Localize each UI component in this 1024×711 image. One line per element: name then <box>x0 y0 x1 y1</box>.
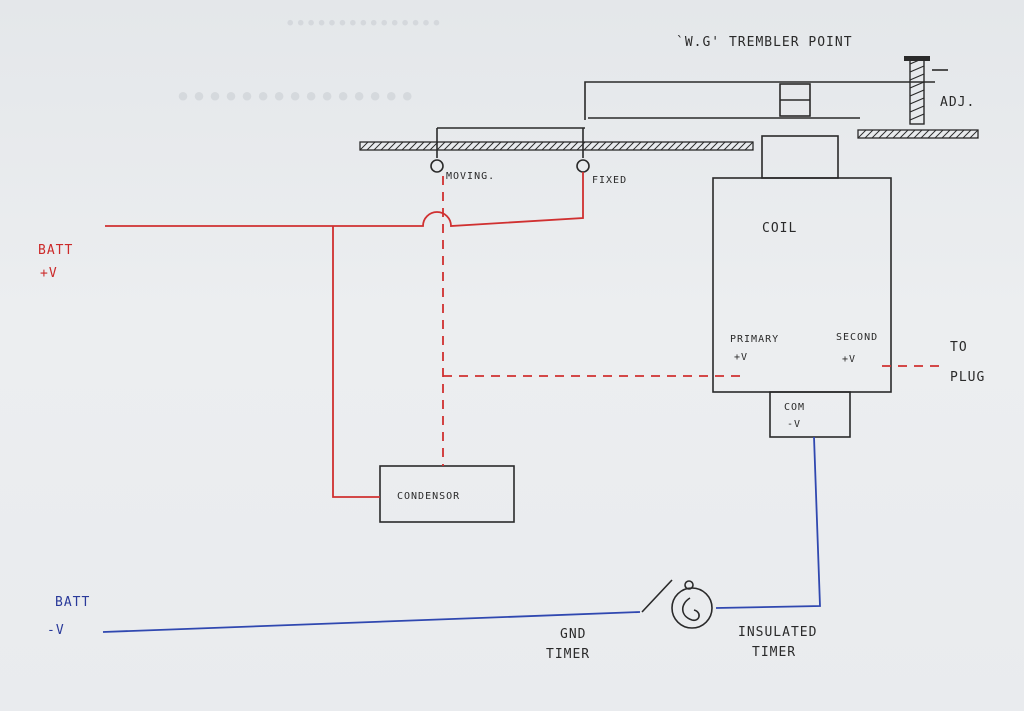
insulated-timer-wire <box>715 436 821 609</box>
adj-label: ADJ. <box>940 95 975 110</box>
batt-negative-label: BATT <box>55 595 90 610</box>
moving-label: MOVING. <box>446 171 495 182</box>
batt-negative-wire <box>102 611 641 633</box>
coil-com-terminal <box>769 391 851 438</box>
insulated-timer-body <box>671 587 713 629</box>
coil-top-terminal <box>761 135 839 179</box>
gnd-timer-label-2: TIMER <box>546 647 590 662</box>
coil-assembly <box>712 135 892 438</box>
condensor-label: CONDENSOR <box>397 491 460 502</box>
trembler-title-label: `W.G' TREMBLER POINT <box>676 35 853 50</box>
adj-screw-thread <box>909 57 925 121</box>
batt-positive-sign-label: +V <box>40 266 58 281</box>
negative-wiring <box>102 436 821 633</box>
second-sign-label: +V <box>842 354 856 365</box>
timer-switch <box>641 579 713 629</box>
gnd-timer-label-1: GND <box>560 627 586 642</box>
plug-label: PLUG <box>950 370 985 385</box>
base-plate-left-hatch <box>359 141 754 151</box>
insulated-timer-label-1: INSULATED <box>738 625 817 640</box>
batt-positive-main-wire <box>105 172 584 227</box>
coil-label: COIL <box>762 221 797 236</box>
com-label: COM <box>784 402 805 413</box>
trembler-arm-top <box>584 81 935 120</box>
insulated-timer-pivot <box>684 580 694 590</box>
to-label: TO <box>950 340 968 355</box>
batt-negative-sign-label: -V <box>47 623 65 638</box>
base-plate-right-hatch <box>857 129 979 139</box>
primary-label: PRIMARY <box>730 334 779 345</box>
moving-contact-terminal <box>430 159 444 173</box>
base-plate-right <box>857 129 979 139</box>
adj-screw-head <box>904 56 930 61</box>
primary-sign-label: +V <box>734 352 748 363</box>
positive-wiring <box>105 172 940 498</box>
ghost-text-1: ............... <box>285 0 442 33</box>
condensor-feed-wire <box>332 226 380 498</box>
second-label: SECOND <box>836 332 878 343</box>
condensor-box <box>379 465 515 523</box>
gnd-timer-switch-arm <box>641 579 673 613</box>
trembler-mechanism <box>359 56 979 173</box>
batt-positive-label: BATT <box>38 243 73 258</box>
com-sign-label: -V <box>787 419 801 430</box>
insulated-timer-label-2: TIMER <box>752 645 796 660</box>
base-plate-left <box>359 141 754 151</box>
fixed-contact-terminal <box>576 159 590 173</box>
insulated-timer-cam <box>681 597 700 622</box>
ghost-text-2: ............... <box>175 57 415 111</box>
fixed-label: FIXED <box>592 175 627 186</box>
